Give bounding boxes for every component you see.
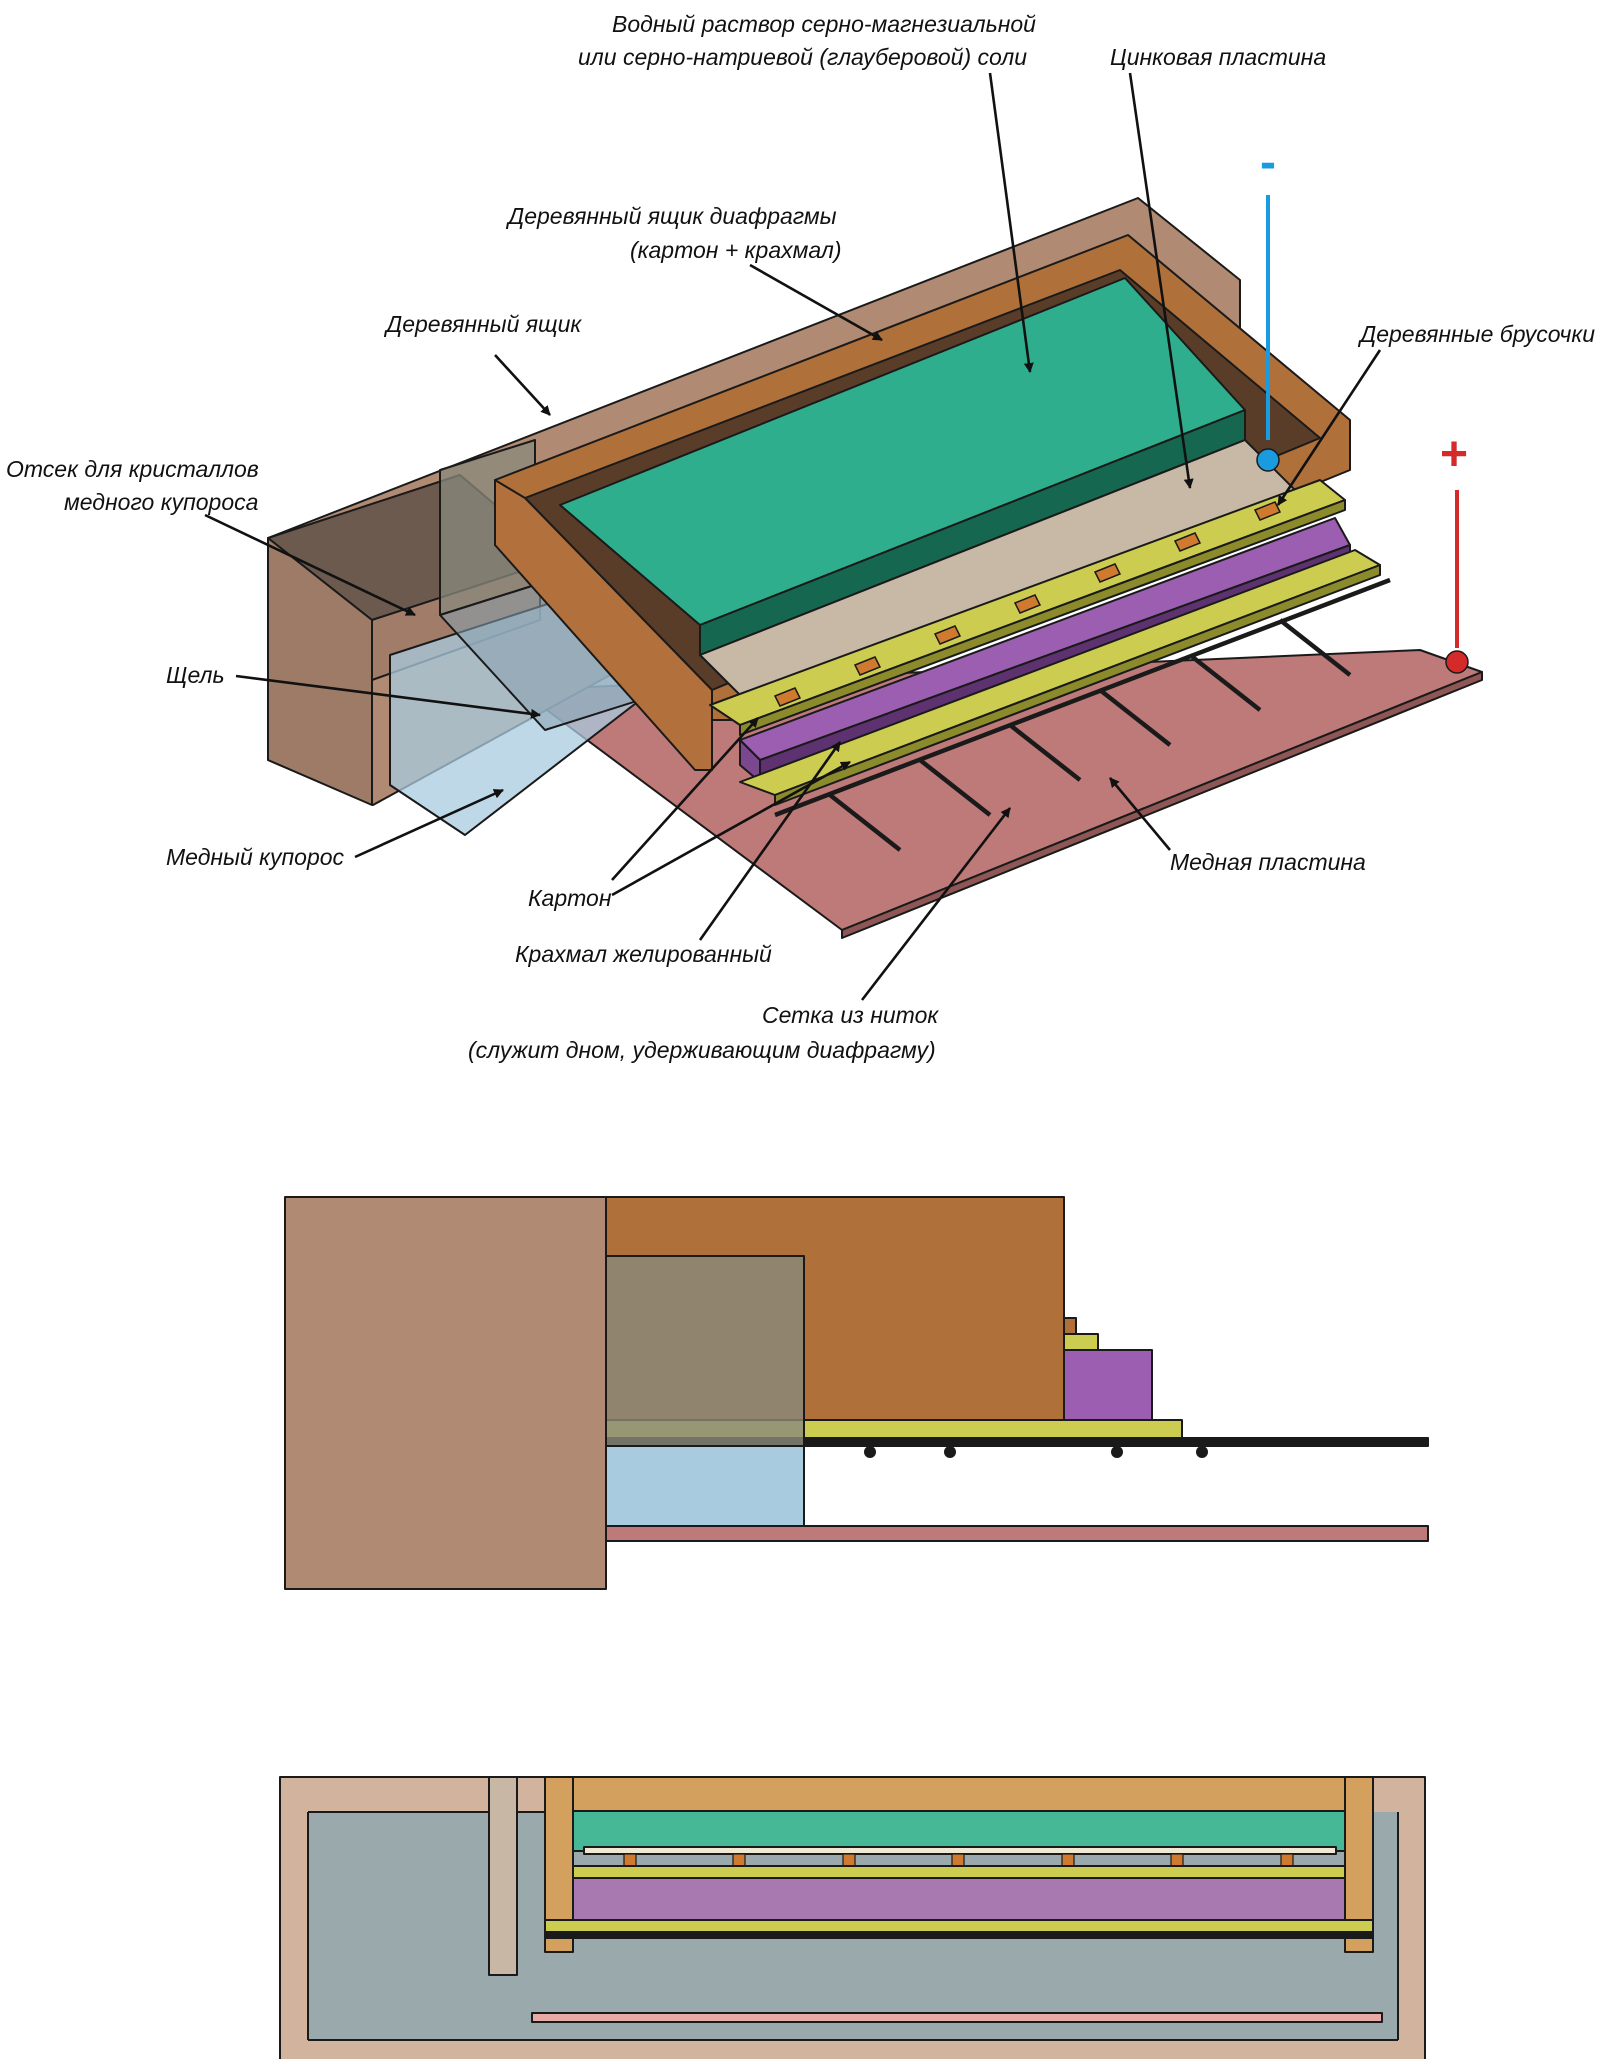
front-thread-nodes xyxy=(566,1931,1344,1939)
front-bars xyxy=(623,1853,1294,1867)
label-gelled-starch: Крахмал желированный xyxy=(515,941,772,967)
label-crystal-compartment-line-2: медного купороса xyxy=(64,489,258,515)
negative-sign: - xyxy=(1260,136,1276,189)
label-solution-line-1: Водный раствор серно-магнезиальной xyxy=(612,11,1036,37)
label-slit: Щель xyxy=(166,662,225,688)
front-section-view xyxy=(279,1776,1426,2064)
negative-terminal: - xyxy=(1256,136,1280,472)
positive-sign: + xyxy=(1440,428,1468,481)
leader-arrows xyxy=(204,72,1382,1001)
label-diaphragm-box-line-2: (картон + крахмал) xyxy=(630,237,842,263)
thread-grid xyxy=(774,577,1391,852)
isometric-view: - + xyxy=(267,136,1483,939)
side-outer-box xyxy=(284,1196,607,1590)
label-copper-sulfate: Медный купорос xyxy=(166,844,345,870)
label-wooden-bars: Деревянные брусочки xyxy=(1357,321,1595,347)
label-copper-plate: Медная пластина xyxy=(1170,849,1366,875)
side-section-view xyxy=(284,1196,1429,1590)
label-cardboard: Картон xyxy=(528,885,612,911)
wooden-bars xyxy=(773,501,1282,707)
positive-terminal: + xyxy=(1440,428,1469,674)
label-crystal-compartment-line-1: Отсек для кристаллов xyxy=(6,456,259,482)
label-wooden-box: Деревянный ящик xyxy=(383,311,582,337)
label-thread-grid-line-2: (служит дном, удерживающим диафрагму) xyxy=(468,1037,936,1063)
label-zinc-plate: Цинковая пластина xyxy=(1110,44,1326,70)
label-thread-grid-line-1: Сетка из ниток xyxy=(762,1002,939,1028)
label-diaphragm-box-line-1: Деревянный ящик диафрагмы xyxy=(505,203,837,229)
labels: Водный раствор серно-магнезиальной или с… xyxy=(6,11,1595,1063)
label-solution-line-2: или серно-натриевой (глауберовой) соли xyxy=(578,44,1027,70)
